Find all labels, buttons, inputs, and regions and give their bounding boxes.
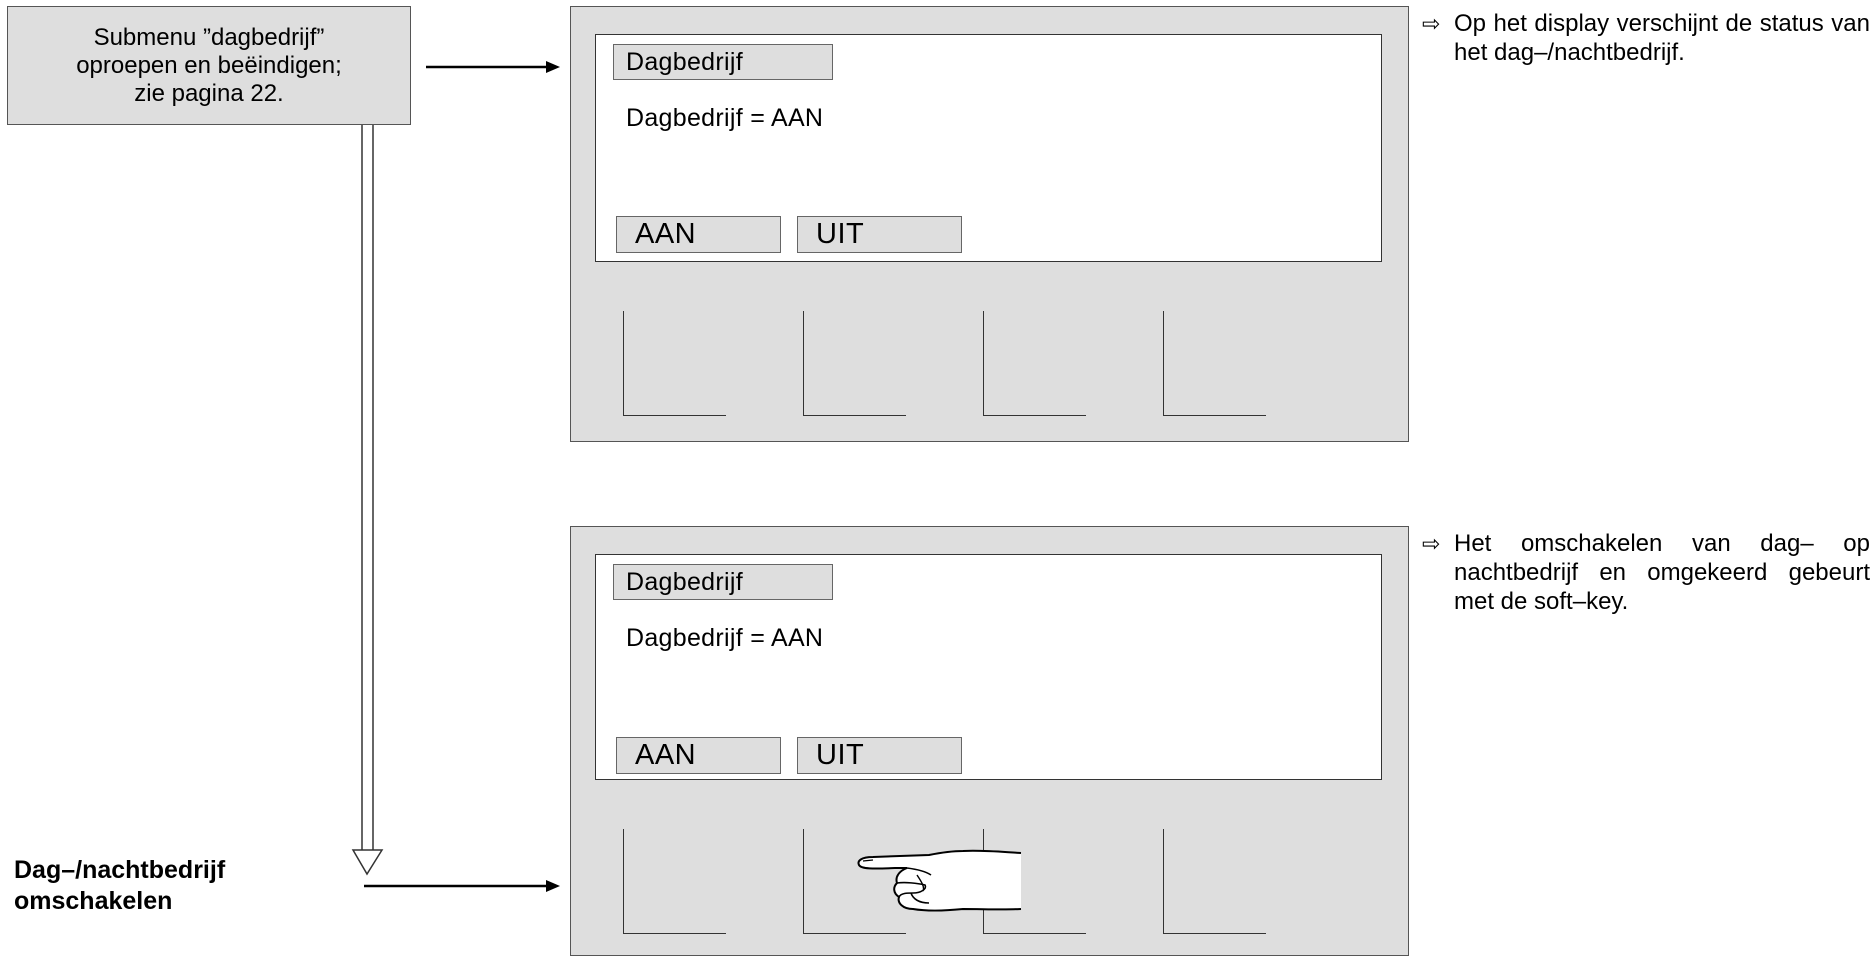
display-status: Dagbedrijf = AAN [626,624,824,652]
step-box-line: zie pagina 22. [134,79,284,107]
softkey-label-uit: UIT [797,216,962,253]
note-1: ⇨ Op het display verschijnt de status va… [1422,9,1870,67]
soft-key-4[interactable] [1163,829,1266,934]
device-panel-2: Dagbedrijf Dagbedrijf = AAN AAN UIT [570,526,1409,956]
display-screen-1: Dagbedrijf Dagbedrijf = AAN AAN UIT [595,34,1382,262]
soft-key-3[interactable] [983,311,1086,416]
soft-key-1[interactable] [623,829,726,934]
note-text: Op het display verschijnt de status van … [1454,10,1870,66]
soft-key-2[interactable] [803,829,906,934]
hollow-right-arrow-icon: ⇨ [1422,11,1441,36]
arrowhead-display-2 [546,880,560,892]
soft-key-1[interactable] [623,311,726,416]
step-box-line: oproepen en beëindigen; [76,51,342,79]
pointing-hand-icon [857,849,1022,912]
display-title: Dagbedrijf [613,564,833,600]
softkey-label-aan: AAN [616,737,781,774]
flow-arrowhead [351,849,384,876]
step-label: Dag–/nachtbedrijf omschakelen [14,855,225,917]
device-panel-1: Dagbedrijf Dagbedrijf = AAN AAN UIT [570,6,1409,442]
display-status: Dagbedrijf = AAN [626,104,824,132]
step-label-line: omschakelen [14,887,173,915]
step-box: Submenu ”dagbedrijf” oproepen en beëindi… [7,6,411,125]
softkey-label-aan: AAN [616,216,781,253]
soft-key-2[interactable] [803,311,906,416]
display-screen-2: Dagbedrijf Dagbedrijf = AAN AAN UIT [595,554,1382,780]
note-2: ⇨ Het omschakelen van dag– op nachtbedri… [1422,529,1870,616]
display-title: Dagbedrijf [613,44,833,80]
hollow-right-arrow-icon: ⇨ [1422,531,1441,556]
arrowhead-display-1 [546,61,560,73]
note-text: Het omschakelen van dag– op nachtbedrijf… [1454,530,1870,615]
step-label-line: Dag–/nachtbedrijf [14,856,226,884]
step-box-line: Submenu ”dagbedrijf” [93,23,325,51]
soft-key-4[interactable] [1163,311,1266,416]
softkey-label-uit: UIT [797,737,962,774]
